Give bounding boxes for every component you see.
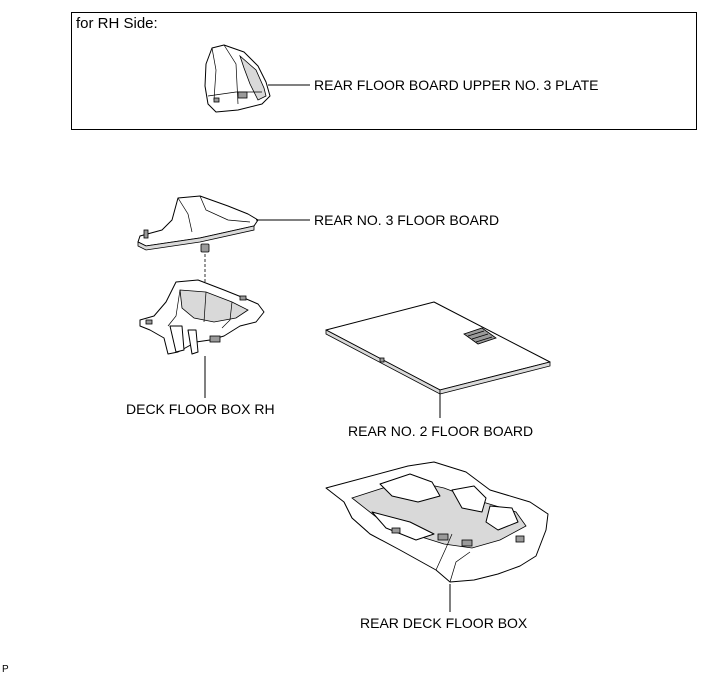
deck-floor-box-rh-drawing xyxy=(139,279,265,355)
rh-side-inset: for RH Side: xyxy=(71,12,697,130)
inset-title: for RH Side: xyxy=(76,15,158,32)
label-rear-deck-floor-box: REAR DECK FLOOR BOX xyxy=(360,615,528,631)
label-rear-floor-board-upper-no3-plate: REAR FLOOR BOARD UPPER NO. 3 PLATE xyxy=(314,77,599,93)
rear-no2-floor-board-drawing xyxy=(325,301,551,395)
label-rear-no2-floor-board: REAR NO. 2 FLOOR BOARD xyxy=(348,423,534,439)
figure-code: P xyxy=(2,664,9,675)
rear-deck-floor-box-drawing xyxy=(325,461,549,583)
clip-drawing xyxy=(200,243,210,300)
label-rear-no3-floor-board: REAR NO. 3 FLOOR BOARD xyxy=(314,212,500,228)
rear-no3-floor-board-drawing xyxy=(137,195,259,251)
label-deck-floor-box-rh: DECK FLOOR BOX RH xyxy=(126,401,275,417)
rear-floor-board-upper-no3-plate-drawing xyxy=(204,44,271,113)
